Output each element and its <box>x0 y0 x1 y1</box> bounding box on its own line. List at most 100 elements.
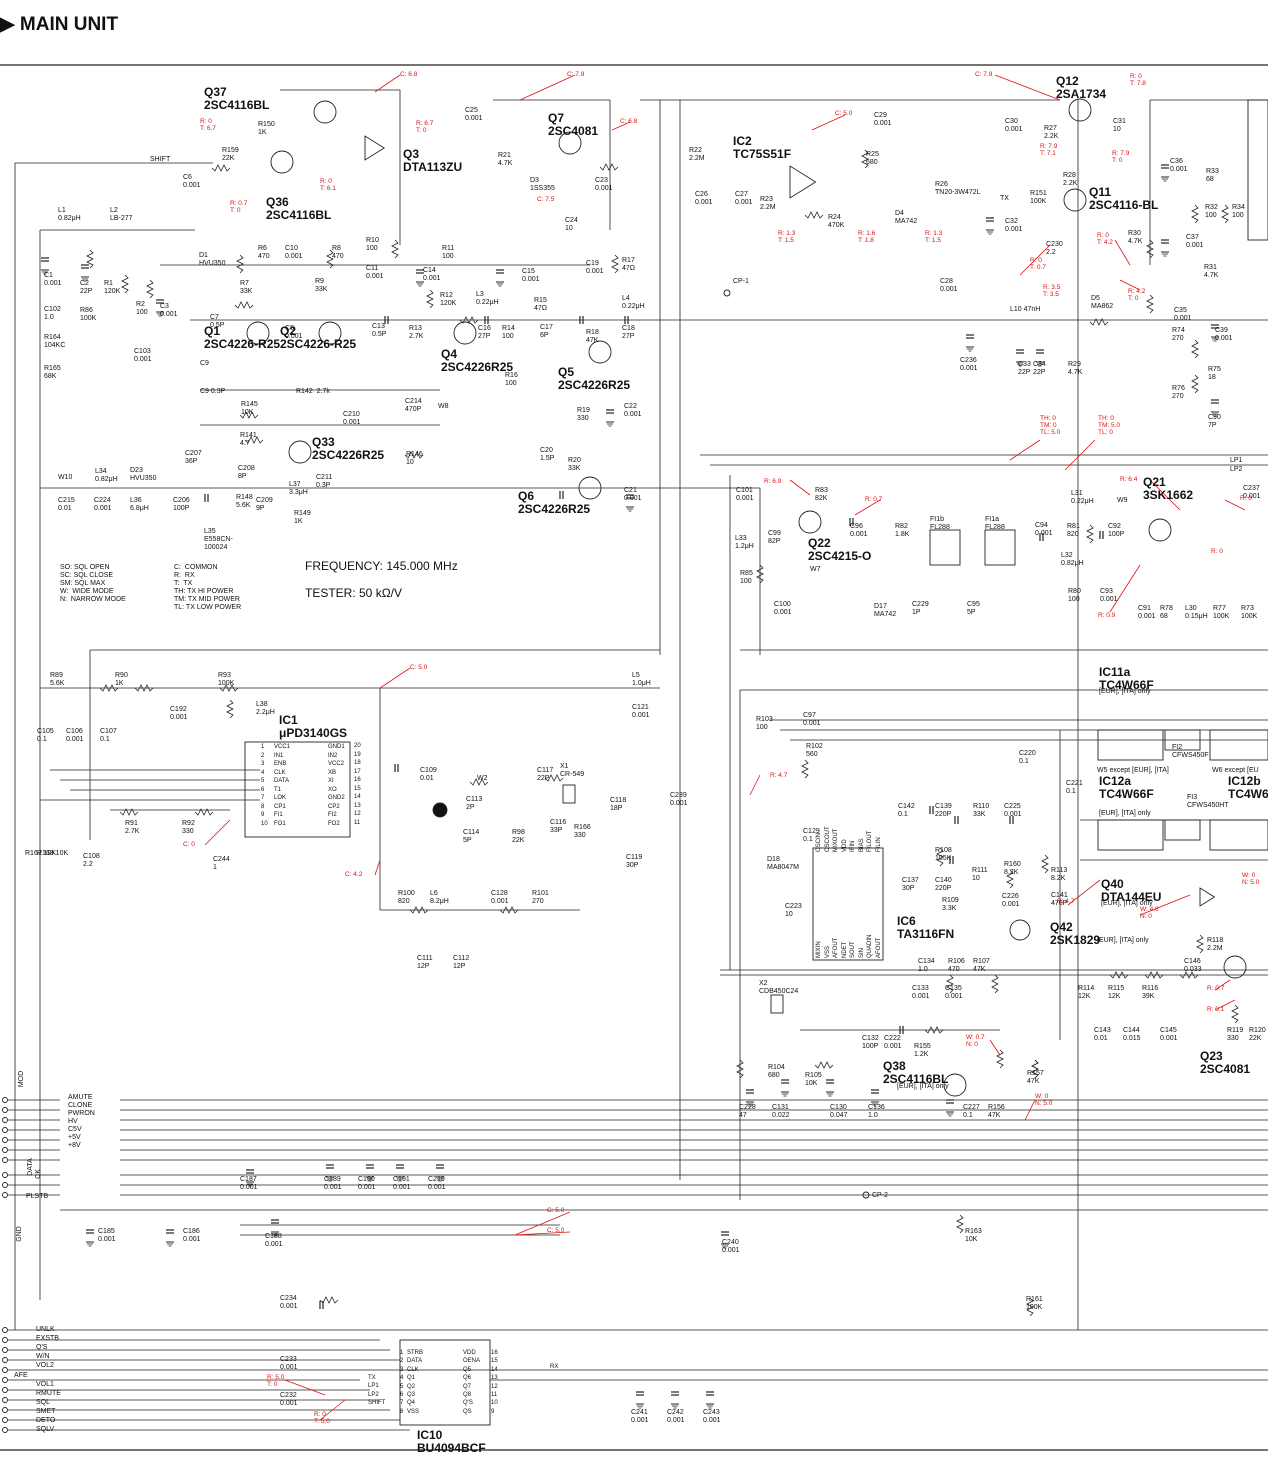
component-value-label: R101 270 <box>532 890 549 905</box>
ic10-pin-number: 10 <box>491 1400 498 1407</box>
voltage-label: R: 4.2 T: 0 <box>1128 288 1146 302</box>
ic10-pin-number: 11 <box>491 1392 498 1398</box>
component-value-label: C137 30P <box>902 877 919 892</box>
ic1-pin-number: 2 <box>261 752 265 759</box>
resistor-symbol <box>146 279 154 299</box>
transistor-symbol <box>1223 955 1247 979</box>
ic10-pin-label: DATA <box>407 1358 423 1365</box>
component-value-label: C114 5P <box>463 829 480 844</box>
component-value-label: C191 0.001 <box>393 1176 411 1191</box>
part-q7: Q7 2SC4081 <box>548 111 599 138</box>
component-value-label: L30 0.15μH <box>1185 605 1208 620</box>
component-value-label: R110 33K <box>973 803 990 818</box>
resistor-symbol <box>756 564 764 584</box>
voltage-label: R: 0.9 <box>1098 612 1116 619</box>
ic10-pin-label: VDD <box>463 1350 476 1356</box>
component-value-label: C229 1P <box>912 601 929 616</box>
component-value-label: R22 2.2M <box>689 147 705 162</box>
component-value-label: C11 0.001 <box>366 265 384 280</box>
ic1-pin-label: FI1 <box>274 812 283 818</box>
component-value-label: C208 8P <box>238 465 255 480</box>
component-value-label: C8 0.001 <box>285 325 303 340</box>
component-value-label: R24 470K <box>828 214 845 229</box>
component-value-label: R120 22K <box>1249 1027 1266 1042</box>
component-value-label: R20 33K <box>568 457 581 472</box>
part-q42: Q42 2SK1829 <box>1050 920 1101 947</box>
w10-label: W10 <box>58 474 73 481</box>
component-value-label: C131 0.022 <box>772 1104 790 1119</box>
ic1-pin-label: FO2 <box>328 820 340 827</box>
component-value-label: C192 0.001 <box>170 706 188 721</box>
component-value-label: R145 10K <box>241 401 258 416</box>
resistor-symbol <box>426 289 434 309</box>
component-value-label: R150 1K <box>258 121 275 136</box>
voltage-label: R: 0.7 <box>1207 985 1225 992</box>
voltage-label: R: 0 <box>1240 495 1252 502</box>
component-value-label: R75 18 <box>1208 366 1221 381</box>
voltage-label: R: 0 T: 0.7 <box>1030 257 1046 271</box>
ic10-signal-label: TX <box>368 1375 376 1381</box>
ic6-pin-label: IFIN <box>850 840 856 852</box>
ic1-pin-number: 4 <box>261 769 265 776</box>
connector-pin <box>2 1337 8 1343</box>
component-value-label: R146 10 <box>406 451 423 466</box>
component-value-label: C91 0.001 <box>1138 605 1156 620</box>
component-value-label: C111 12P <box>417 955 433 970</box>
component-value-label: C219 0.001 <box>428 1176 446 1191</box>
ic1-pin-number: 9 <box>261 812 265 818</box>
part-q3: Q3 DTA113ZU <box>403 147 463 174</box>
component-value-label: C215 0.01 <box>58 497 75 512</box>
connector-label: DETO <box>36 1417 56 1424</box>
resistor-symbol <box>1086 524 1094 544</box>
voltage-leader-line <box>1109 564 1141 613</box>
ic6-pin-label: OSCOUT <box>824 826 831 852</box>
resistor-symbol <box>211 164 231 172</box>
component-value-label: FI3 CFWS450HT <box>1187 794 1229 809</box>
component-value-label: R141 4.7 <box>240 432 257 447</box>
component-value-label: R111 10 <box>972 867 988 882</box>
eur-ita-note: [EUR], [ITA] only <box>1101 900 1153 907</box>
ic10-pin-number: 1 <box>400 1350 404 1356</box>
resistor-symbol <box>86 249 94 269</box>
voltage-leader-line <box>611 121 631 131</box>
component-value-label: C135 0.001 <box>945 985 963 1000</box>
component-value-label: L2 LB-277 <box>110 207 133 222</box>
component-value-label: R157 47K <box>1027 1070 1044 1085</box>
connector-pin <box>2 1157 8 1163</box>
connector-pin <box>2 1192 8 1198</box>
ic10-pin-label: VSS <box>407 1408 420 1415</box>
transistor-symbol <box>318 321 342 345</box>
ic10-pin-label: QS <box>463 1408 472 1415</box>
voltage-label: TH: 0 TM: 0 TL: 5.0 <box>1040 415 1061 436</box>
component-value-label: R160 8.2K <box>1004 861 1021 876</box>
component-value-label: R9 33K <box>315 278 328 293</box>
connector-label: AMUTE <box>68 1094 93 1101</box>
ic6-pin-label: FILOUT <box>867 830 873 852</box>
component-value-label: R118 2.2M <box>1207 937 1224 952</box>
resistor-symbol <box>119 808 139 816</box>
component-value-label: R14 100 <box>502 325 515 340</box>
component-value-label: R10 100 <box>366 237 379 252</box>
voltage-leader-line <box>1149 479 1181 511</box>
resistor-symbol <box>236 254 244 274</box>
ic1-pin-number: 10 <box>261 820 268 827</box>
voltage-label: C: 6.8 <box>400 71 418 78</box>
ic10-pin-number: 16 <box>491 1350 498 1356</box>
resistor-symbol <box>804 211 824 219</box>
transistor-symbol <box>588 340 612 364</box>
ic11a-switch-body <box>1097 729 1164 761</box>
ic1-pin-label: CP1 <box>274 803 286 810</box>
ic1-pin-number: 13 <box>354 802 361 809</box>
ic6-pin-label: FILIN <box>875 837 882 852</box>
component-value-label: C243 0.001 <box>703 1409 721 1424</box>
ic1-body <box>244 741 351 838</box>
connector-pin <box>2 1182 8 1188</box>
connector-label: SQLV <box>36 1426 55 1433</box>
component-value-label: R148 5.6K <box>236 494 253 509</box>
tester-note: TESTER: 50 kΩ/V <box>305 586 402 600</box>
transistor-symbol <box>1063 188 1087 212</box>
ic1-pin-label: XO <box>328 786 337 793</box>
ic10-pin-label: STRB <box>407 1350 424 1356</box>
component-value-label: C19 0.001 <box>586 260 604 275</box>
